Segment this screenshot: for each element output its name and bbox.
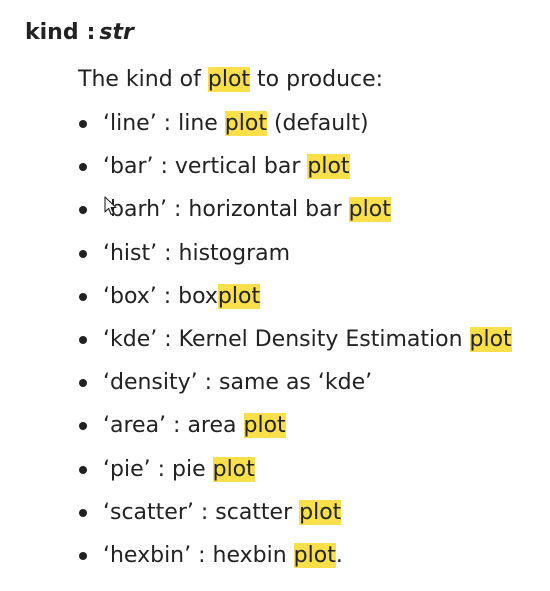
bullet-icon bbox=[79, 335, 87, 344]
list-item: ‘line’ : line plot (default) bbox=[78, 108, 512, 151]
item-text: ‘bar’ : vertical bar bbox=[103, 154, 308, 180]
list-item: ‘bar’ : vertical bar plot bbox=[78, 151, 512, 194]
search-highlight: plot bbox=[224, 111, 267, 136]
parameter-separator: : bbox=[86, 20, 96, 45]
list-item: ‘hexbin’ : hexbin plot. bbox=[78, 540, 512, 583]
item-text: ‘kde’ : Kernel Density Estimation bbox=[103, 326, 470, 352]
search-highlight: plot bbox=[307, 154, 350, 180]
search-highlight: plot bbox=[207, 67, 251, 92]
item-text: ‘barh’ : horizontal bar bbox=[103, 197, 349, 223]
bullet-icon bbox=[79, 206, 87, 215]
parameter-name: kind bbox=[25, 20, 79, 45]
item-text: ‘box’ : box bbox=[103, 283, 218, 309]
bullet-icon bbox=[79, 465, 87, 474]
bullet-icon bbox=[79, 379, 87, 388]
parameter-description: The kind of plot to produce: bbox=[78, 64, 383, 96]
list-item: ‘box’ : boxplot bbox=[78, 281, 512, 324]
search-highlight: plot bbox=[217, 283, 261, 309]
bullet-icon bbox=[79, 422, 87, 431]
item-text: ‘line’ : line bbox=[103, 111, 225, 136]
item-text: ‘hist’ : histogram bbox=[103, 240, 291, 266]
item-text: ‘scatter’ : scatter bbox=[103, 499, 300, 525]
list-item: ‘pie’ : pie plot bbox=[78, 454, 512, 497]
item-text: ‘hexbin’ : hexbin bbox=[103, 542, 294, 568]
item-text: ‘density’ : same as ‘kde’ bbox=[103, 370, 373, 396]
list-item: ‘area’ : area plot bbox=[78, 410, 512, 453]
item-text: ‘pie’ : pie bbox=[103, 456, 213, 482]
search-highlight: plot bbox=[293, 542, 336, 568]
list-item: ‘kde’ : Kernel Density Estimation plot bbox=[78, 324, 512, 367]
bullet-icon bbox=[79, 292, 87, 301]
item-text: ‘area’ : area bbox=[103, 413, 244, 439]
parameter-header: kind:str bbox=[25, 18, 134, 48]
list-item: ‘density’ : same as ‘kde’ bbox=[78, 367, 512, 410]
bullet-icon bbox=[79, 163, 87, 172]
item-text-suffix: (default) bbox=[266, 111, 369, 136]
search-highlight: plot bbox=[469, 326, 512, 352]
list-item: ‘scatter’ : scatter plot bbox=[78, 497, 512, 540]
search-highlight: plot bbox=[243, 413, 286, 439]
description-text-after: to produce: bbox=[250, 67, 384, 92]
item-text-suffix: . bbox=[335, 542, 343, 568]
list-item: ‘hist’ : histogram bbox=[78, 238, 512, 281]
bullet-icon bbox=[79, 551, 87, 560]
list-item: ‘barh’ : horizontal bar plot bbox=[78, 194, 512, 237]
search-highlight: plot bbox=[212, 456, 255, 482]
search-highlight: plot bbox=[348, 197, 391, 223]
bullet-icon bbox=[79, 120, 87, 128]
kind-options-list: ‘line’ : line plot (default) ‘bar’ : ver… bbox=[78, 108, 512, 583]
parameter-type: str bbox=[99, 20, 134, 45]
bullet-icon bbox=[79, 508, 87, 517]
search-highlight: plot bbox=[299, 499, 342, 525]
description-text-before: The kind of bbox=[78, 67, 208, 92]
bullet-icon bbox=[79, 249, 87, 258]
mouse-pointer-icon bbox=[104, 196, 117, 216]
